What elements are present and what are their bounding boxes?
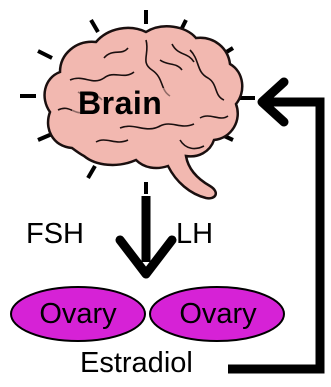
ovary-right-label: Ovary [150, 286, 286, 342]
estradiol-label: Estradiol [80, 347, 193, 380]
down-arrow [120, 196, 172, 274]
brain-label: Brain [78, 85, 162, 122]
fsh-label: FSH [26, 218, 84, 251]
lh-label: LH [176, 218, 213, 251]
ovary-left-label: Ovary [10, 286, 146, 342]
